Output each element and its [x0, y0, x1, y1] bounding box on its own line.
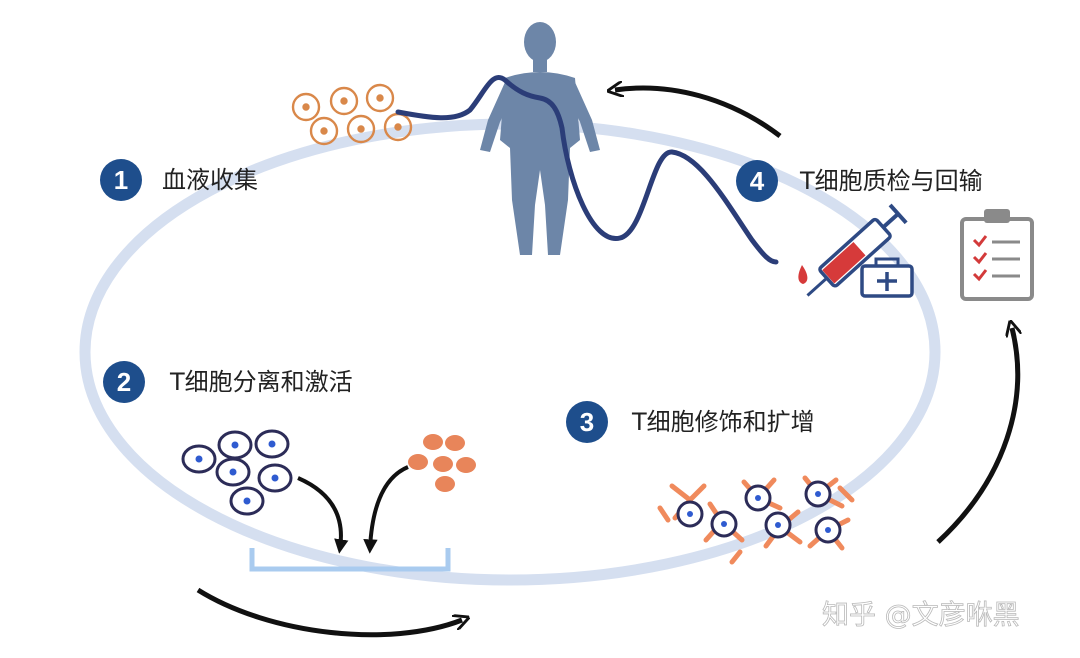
car-t-cell-cluster [657, 475, 855, 565]
step-3-badge [566, 401, 608, 443]
culture-tray [249, 548, 451, 572]
step-4-label: T细胞质检与回输 [799, 167, 983, 195]
step-1-number: 1 [114, 165, 128, 195]
activation-bead-cluster [408, 434, 476, 492]
step-4-badge [736, 160, 778, 202]
arrow-return-to-body [615, 88, 782, 138]
medical-case-icon [860, 257, 914, 298]
arrow-beads-to-tray [363, 465, 409, 554]
step-2-label: T细胞分离和激活 [169, 368, 353, 396]
step-3-label: T细胞修饰和扩增 [631, 408, 815, 436]
blood-cell-cluster [291, 83, 413, 146]
step-3-number: 3 [580, 407, 594, 437]
t-cell-cluster [181, 429, 293, 516]
step-3: 3 T细胞修饰和扩增 [566, 401, 815, 443]
arrow-to-qc [936, 328, 1018, 544]
arrow-cells-to-tray [297, 476, 349, 554]
arrow-to-expansion [196, 587, 462, 638]
syringe-icon [798, 203, 908, 297]
step-4: 4 T细胞质检与回输 [736, 160, 983, 202]
t-cell-nuclei [195, 440, 279, 505]
step-2-number: 2 [117, 367, 131, 397]
human-figure-icon [480, 22, 600, 255]
blood-tube [395, 75, 779, 265]
watermark-text: 知乎 @文彦咻黑 [822, 600, 1020, 631]
step-2: 2 T细胞分离和激活 [103, 361, 353, 403]
clipboard-checklist-icon [960, 209, 1034, 301]
step-4-number: 4 [750, 166, 765, 196]
step-1-label: 血液收集 [162, 166, 258, 194]
step-1-badge [100, 159, 142, 201]
step-2-badge [103, 361, 145, 403]
step-1: 1 血液收集 [100, 159, 258, 201]
